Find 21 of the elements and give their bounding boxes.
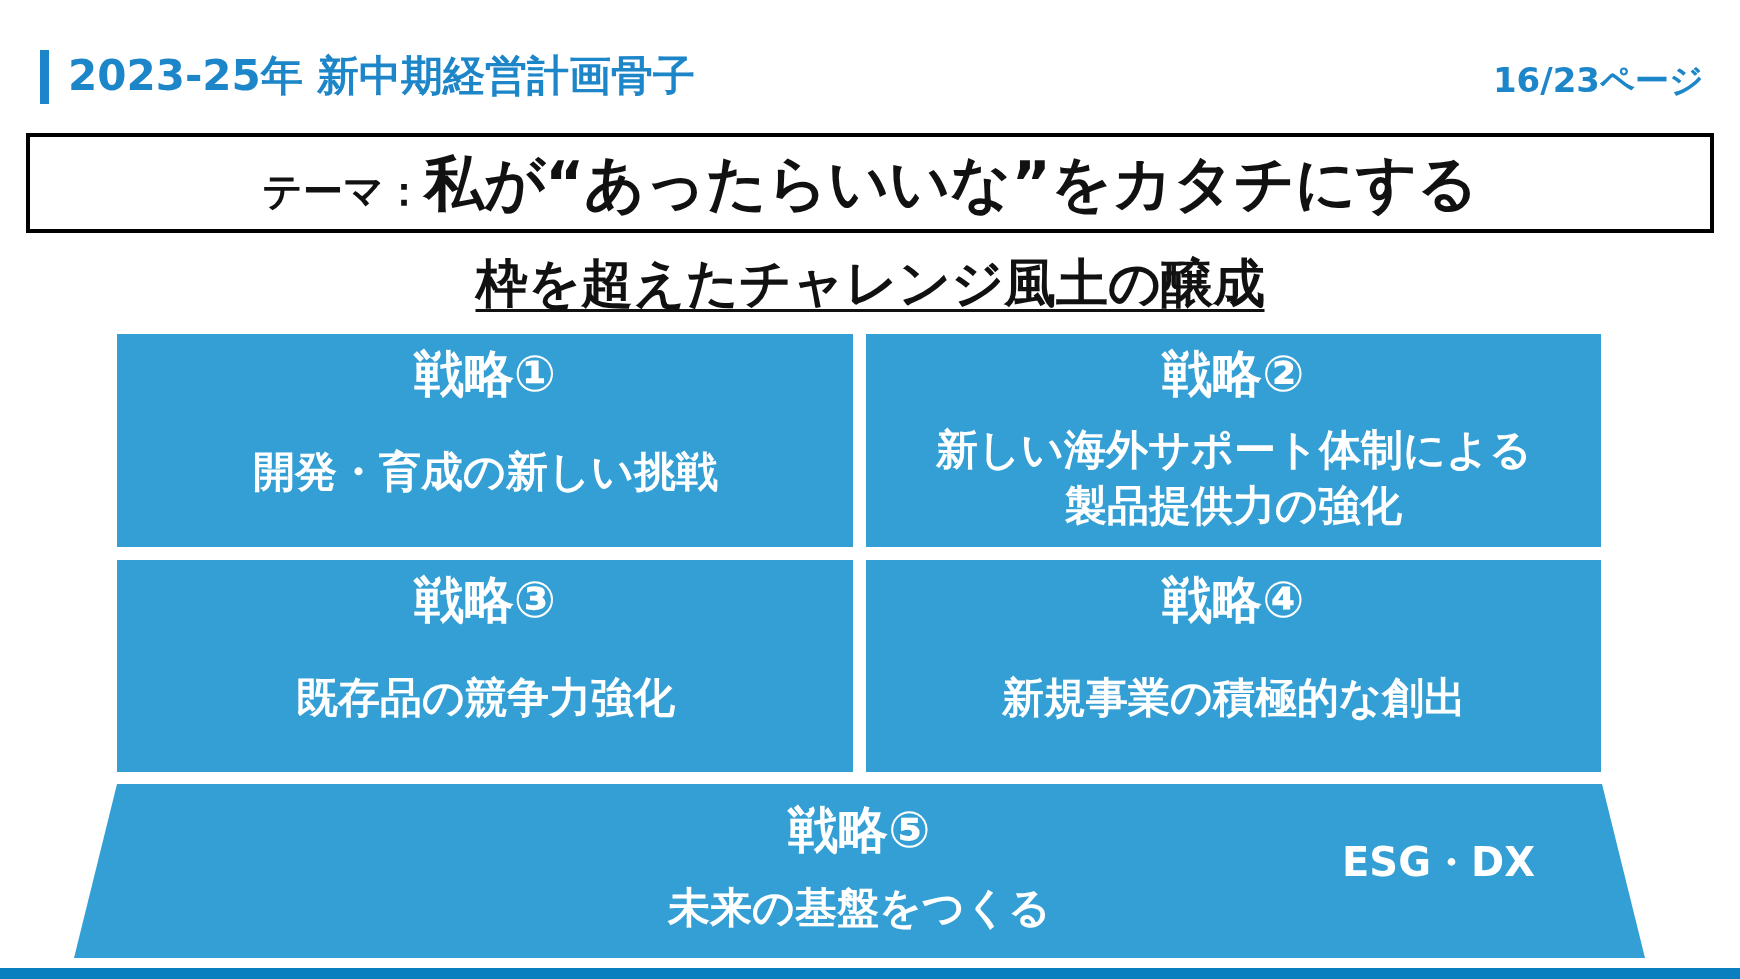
strategy-box [866,334,1601,547]
strategy-text: 既存品の競争力強化 [295,672,675,724]
subheading: 枠を超えたチャレンジ風土の醸成 [475,252,1265,315]
theme-text: 私が“あったらいいな”をカタチにする [424,147,1478,220]
strategy-text: 新規事業の積極的な創出 [1001,672,1466,724]
strategy-heading: 戦略④ [1162,570,1305,630]
strategy-box [866,560,1601,772]
strategy-text: 新しい海外サポート体制による製品提供力の強化 [934,424,1533,532]
page-title: 2023-25年 新中期経営計画骨子 [68,50,696,102]
strategy-text: 未来の基盤をつくる [668,882,1051,934]
strategy-heading: 戦略① [413,344,557,404]
strategy-box [117,334,853,547]
strategy-heading: 戦略② [1162,344,1305,404]
page-number: 16/23ページ [1492,59,1704,102]
theme-box [26,133,1714,233]
keyword-text: ESG・DX [1342,838,1535,887]
strategy-box [117,560,853,772]
strategy-heading: 戦略③ [413,570,557,630]
strategy-heading: 戦略⑤ [788,800,931,860]
strategy-text: 開発・育成の新しい挑戦 [252,446,718,498]
strategy-trapezoid [74,784,1645,958]
